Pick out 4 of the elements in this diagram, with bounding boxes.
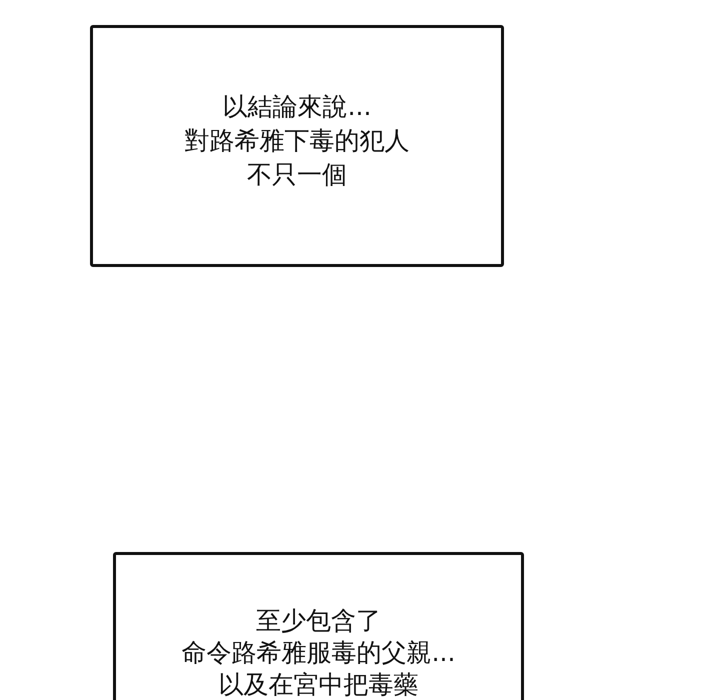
narration-text: 以結論來說...對路希雅下毒的犯人不只一個	[184, 91, 410, 191]
caption-box	[90, 25, 504, 267]
caption-box	[113, 552, 524, 700]
narration-text: 至少包含了命令路希雅服毒的父親...以及在宮中把毒藥	[180, 605, 456, 700]
